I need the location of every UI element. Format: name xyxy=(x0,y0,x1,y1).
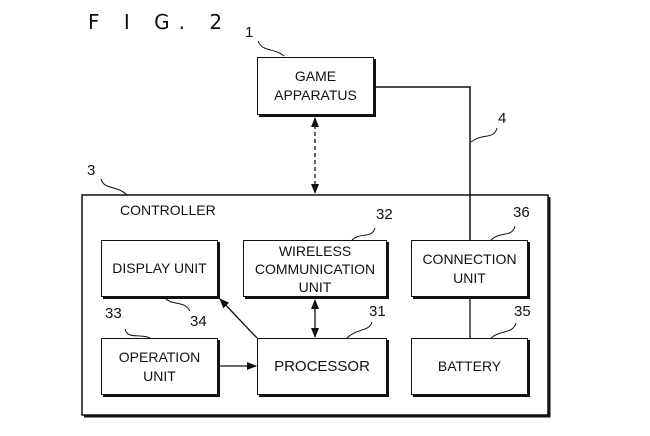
processor-label: PROCESSOR xyxy=(274,358,370,375)
controller-label: CONTROLLER xyxy=(120,202,216,218)
leader-36 xyxy=(490,225,516,241)
ref-36: 36 xyxy=(513,204,530,221)
ref-4: 4 xyxy=(498,110,507,127)
cable-line xyxy=(374,86,471,240)
connection-unit-block: CONNECTION UNIT xyxy=(411,240,528,297)
leader-32 xyxy=(351,227,376,241)
leader-35 xyxy=(490,322,517,339)
leader-3 xyxy=(100,178,128,196)
battery-block: BATTERY xyxy=(411,338,528,395)
leader-1 xyxy=(257,40,285,57)
battery-label: BATTERY xyxy=(437,358,502,374)
game-apparatus-label-2: APPARATUS xyxy=(274,87,357,103)
controller-box xyxy=(81,194,549,416)
display-unit-label: DISPLAY UNIT xyxy=(112,260,207,276)
figure-title: F I G. 2 xyxy=(88,10,232,34)
leader-31 xyxy=(346,321,373,339)
ref-35: 35 xyxy=(514,303,531,320)
processor-block: PROCESSOR xyxy=(257,338,387,395)
operation-label-2: UNIT xyxy=(143,367,176,384)
wireless-label-1: WIRELESS xyxy=(278,242,352,259)
connection-label-2: UNIT xyxy=(453,269,486,286)
ref-31: 31 xyxy=(369,303,386,320)
connection-label-1: CONNECTION xyxy=(422,250,517,267)
ref-34: 34 xyxy=(190,313,207,330)
display-unit-block: DISPLAY UNIT xyxy=(101,240,218,297)
leader-4 xyxy=(470,127,498,143)
wireless-label-2: COMMUNICATION xyxy=(254,260,376,277)
leader-33 xyxy=(124,328,151,339)
leader-34 xyxy=(164,297,191,312)
ref-32: 32 xyxy=(376,206,393,223)
game-apparatus-block: GAME APPARATUS xyxy=(257,57,374,115)
game-apparatus-label-1: GAME xyxy=(294,68,337,84)
processor-display-arrow xyxy=(219,298,258,339)
ref-3: 3 xyxy=(87,162,96,179)
wireless-label-3: UNIT xyxy=(298,278,332,295)
operation-label-1: OPERATION xyxy=(118,348,201,365)
operation-unit-block: OPERATION UNIT xyxy=(101,338,218,395)
ref-1: 1 xyxy=(245,24,254,41)
ref-33: 33 xyxy=(105,305,122,322)
